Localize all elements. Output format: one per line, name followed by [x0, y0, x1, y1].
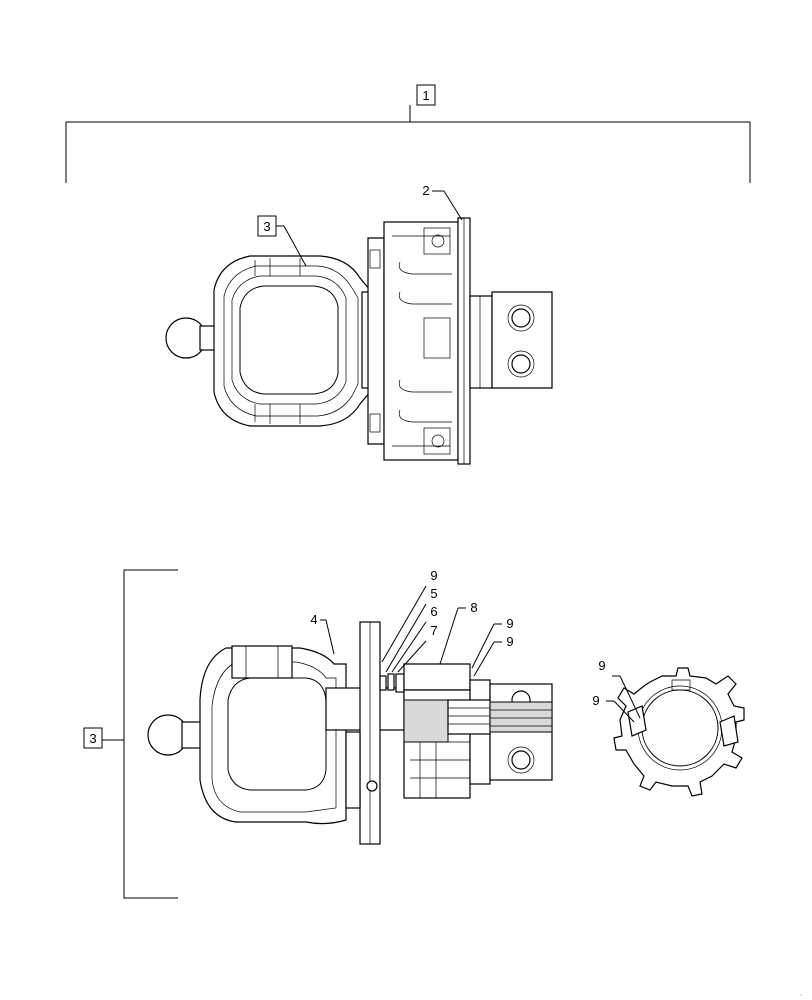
- callout-label-9-a: 9: [430, 568, 437, 583]
- callout-label-2: 2: [422, 183, 429, 198]
- top-shaft-view: [165, 217, 553, 465]
- retainer-tab-right: [719, 715, 739, 747]
- callout-label-9-b: 9: [506, 616, 513, 631]
- collar-end-view: 9 9: [592, 658, 745, 797]
- callout-label-1: 1: [422, 88, 429, 103]
- bottom-collar: [403, 663, 471, 691]
- callout-label-7: 7: [430, 623, 437, 638]
- callout-label-4: 4: [310, 612, 317, 627]
- svg-text:ͺ: ͺ: [800, 989, 802, 996]
- bottom-shaft-view: [147, 621, 553, 845]
- callout-box-3-bottom[interactable]: [83, 727, 103, 749]
- bottom-bracket: 3: [83, 569, 178, 899]
- top-end-fitting: [491, 291, 553, 389]
- bottom-housing: [199, 647, 347, 825]
- callout-box-1[interactable]: [416, 84, 436, 106]
- bottom-callouts: 4 9 5 6 7 8 9 9: [310, 568, 514, 677]
- callout-label-9-e: 9: [592, 693, 599, 708]
- top-callouts: 2 3: [257, 183, 463, 267]
- callout-label-9-d: 9: [598, 658, 605, 673]
- retainer-tab-left: [627, 705, 647, 737]
- callout-label-9-c: 9: [506, 634, 513, 649]
- callout-label-3-top: 3: [263, 219, 270, 234]
- callout-label-8: 8: [470, 600, 477, 615]
- callout-label-6: 6: [430, 604, 437, 619]
- callout-label-3-bottom: 3: [89, 731, 96, 746]
- callout-label-5: 5: [430, 586, 437, 601]
- assembly-bracket: 1: [65, 84, 751, 183]
- top-collar-body: [383, 221, 459, 461]
- top-yoke-housing: [213, 255, 371, 427]
